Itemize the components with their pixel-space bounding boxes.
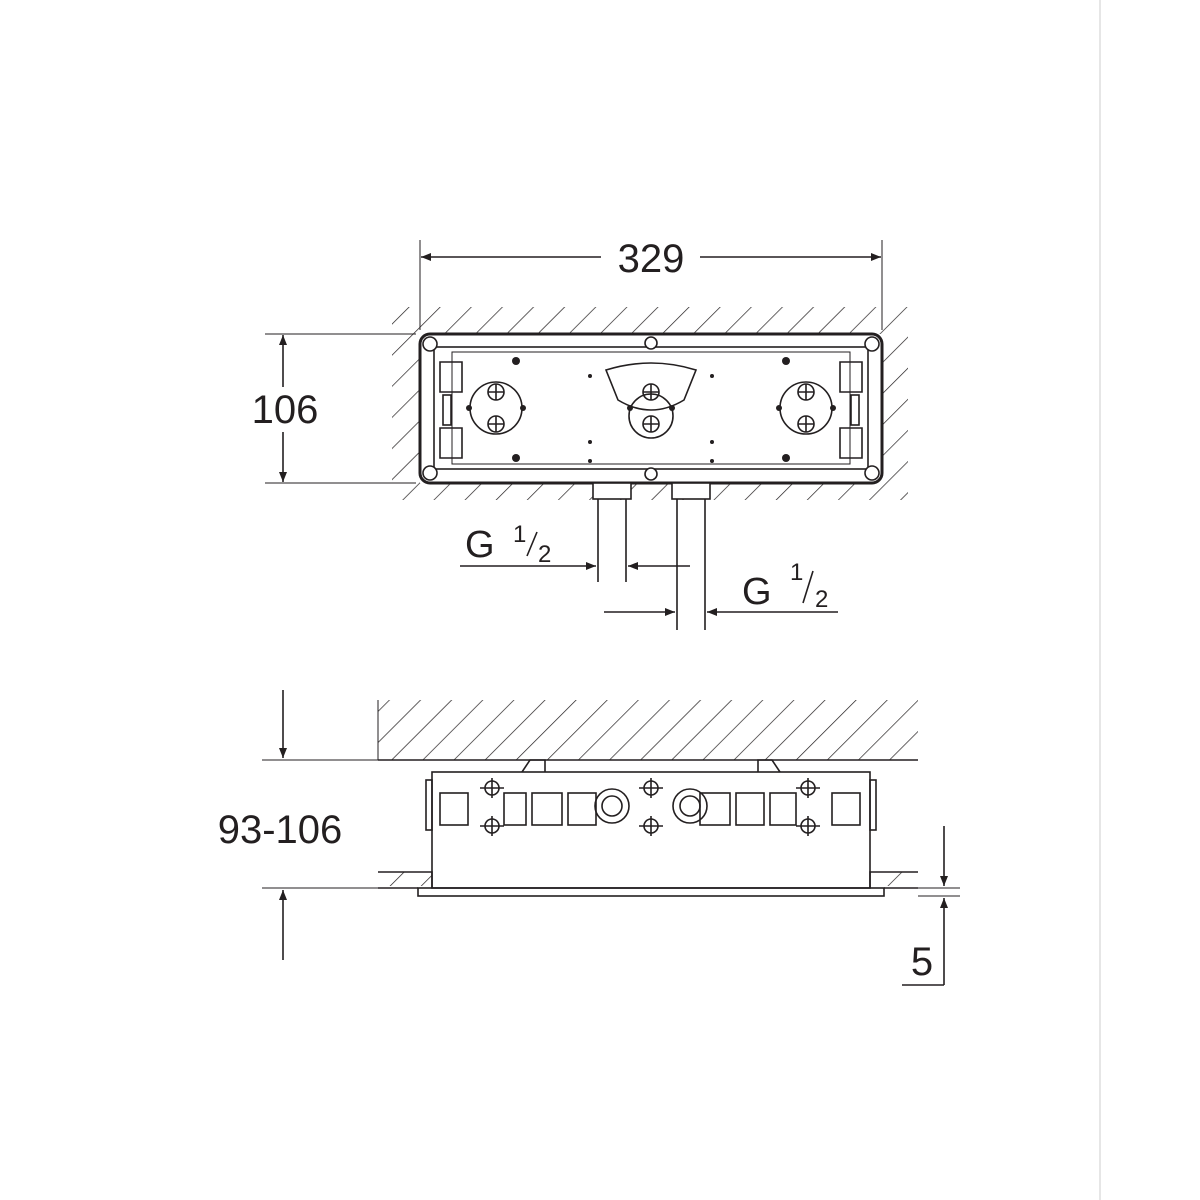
corner-hole	[422, 336, 438, 352]
left-valve-top	[466, 381, 526, 435]
box-cells	[439, 792, 861, 826]
box-inner-frame	[433, 346, 869, 470]
corner-hole	[864, 465, 880, 481]
thread-label-right-numerator: 1	[790, 559, 803, 586]
thread-label-left-numerator: 1	[513, 521, 526, 548]
pipe-left	[597, 499, 627, 582]
side-view: 93-106 5	[218, 690, 960, 986]
fittings-side	[480, 778, 820, 836]
depth-dimension-label: 93-106	[218, 808, 343, 852]
thread-label-left: G	[465, 524, 495, 566]
box-frame	[418, 332, 884, 485]
pipe-right	[676, 499, 706, 630]
offset-dimension-label: 5	[911, 940, 933, 984]
thread-label-left-denominator: 2	[538, 541, 551, 568]
height-dimension-label: 106	[252, 388, 319, 432]
top-view: 329 106 G 1 2 G 1 2	[252, 237, 908, 630]
corner-hole	[864, 336, 880, 352]
wall-hatching-top	[392, 307, 908, 500]
right-valve-top	[776, 381, 836, 435]
outlet-right	[671, 482, 711, 500]
outlet-left	[592, 482, 632, 500]
corner-hole	[422, 465, 438, 481]
width-dimension-label: 329	[618, 237, 685, 281]
thread-label-right-denominator: 2	[815, 586, 828, 613]
cover-plate	[417, 887, 885, 897]
thread-label-right: G	[742, 571, 772, 613]
wall-hatching-side	[378, 700, 918, 760]
center-valve-top	[604, 362, 698, 439]
